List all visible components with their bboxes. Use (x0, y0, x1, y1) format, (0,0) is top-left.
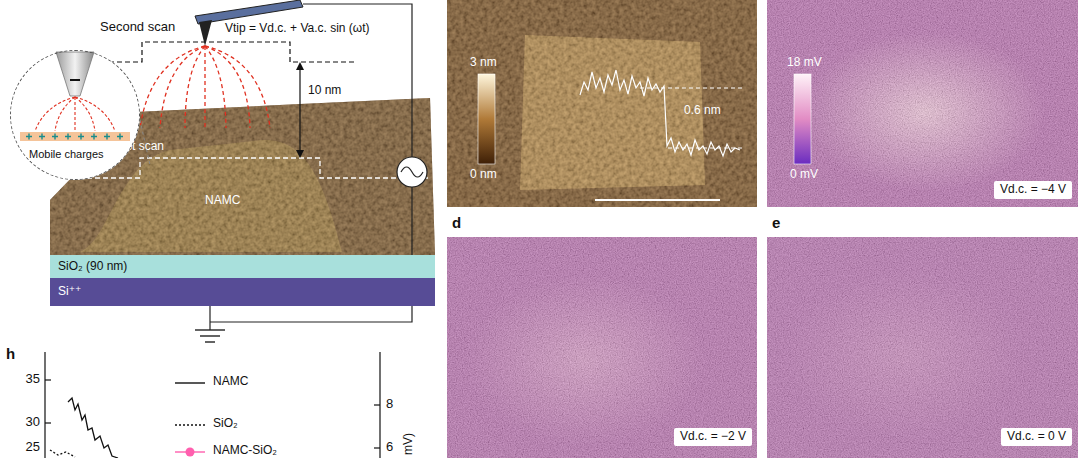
bias-tag: Vd.c. = 0 V (1001, 428, 1072, 446)
dimension: 0.6 nm (684, 104, 721, 118)
colorbar-label: 18 mV (787, 56, 822, 70)
axis-title: mV) (402, 433, 416, 455)
scan-label: Second scan (100, 20, 175, 35)
panel-letter: h (6, 345, 15, 362)
oxide-layer: SiO₂ (90 nm) (50, 255, 435, 278)
formula: Vtip = Vd.c. + Va.c. sin (ωt) (225, 22, 370, 36)
layer-label: SiO₂ (90 nm) (58, 260, 127, 274)
inset-label: Mobile charges (29, 148, 104, 161)
panel-letter: e (772, 214, 780, 231)
tick-label: 6 (386, 440, 393, 455)
inset-circle: Mobile charges (10, 50, 140, 180)
colorbar-label: 3 nm (470, 56, 497, 70)
scan-label: First scan (112, 140, 164, 154)
legend-text: NAMC (213, 375, 248, 389)
tick-label: 8 (386, 397, 393, 412)
legend-text: SiO₂ (213, 417, 238, 431)
dimension: 10 nm (308, 84, 341, 98)
panel-letter: d (452, 214, 461, 231)
bias-label: Vd.c. = −4 V (1000, 183, 1066, 197)
bias-label: Vd.c. = −2 V (680, 430, 746, 444)
colorbar-label: 0 mV (790, 168, 818, 182)
material-label: NAMC (205, 194, 240, 208)
bias-tag: Vd.c. = −2 V (674, 428, 752, 446)
bias-label: Vd.c. = 0 V (1007, 430, 1066, 444)
tick-label: 30 (26, 415, 40, 430)
tick-label: 35 (26, 372, 40, 387)
bias-tag: Vd.c. = −4 V (994, 181, 1072, 199)
tick-label: 25 (26, 440, 40, 455)
legend-text: NAMC-SiO₂ (213, 444, 277, 458)
colorbar-label: 0 nm (470, 168, 497, 182)
substrate-layer: Si⁺⁺ (50, 278, 435, 306)
layer-label: Si⁺⁺ (58, 285, 81, 299)
